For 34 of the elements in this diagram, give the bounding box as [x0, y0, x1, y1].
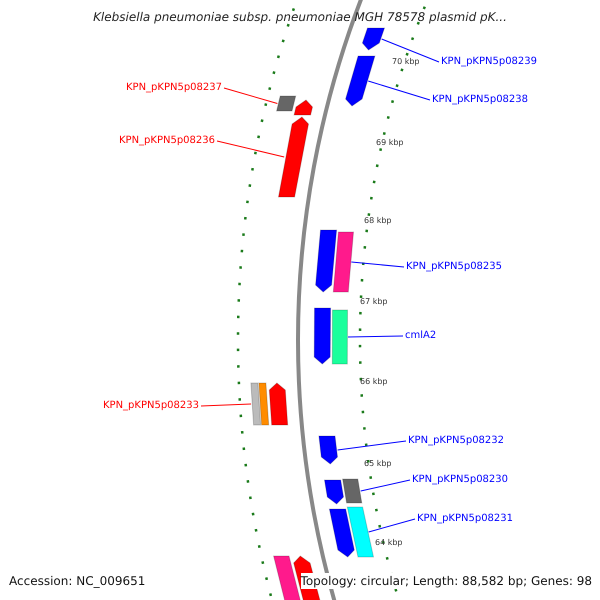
gene-label: KPN_pKPN5p08237	[126, 82, 222, 94]
accession-text: Accession: NC_009651	[9, 573, 146, 589]
leader-line	[216, 140, 285, 158]
map-title: Klebsiella pneumoniae subsp. pneumoniae MGH 78578 plasmid pK...	[92, 10, 508, 25]
gene-label: KPN_pKPN5p08233	[102, 400, 199, 412]
gene-label: KPN_pKPN5p08230	[412, 474, 508, 486]
gene-label: KPN_pKPN5p08232	[408, 435, 504, 447]
gene-bar	[346, 506, 374, 558]
gene-label: KPN_pKPN5p08231	[417, 513, 514, 525]
tick-label: 69 kbp	[376, 138, 404, 148]
leader-line	[360, 480, 410, 492]
gene-box	[276, 96, 296, 112]
gene-label: KPN_pKPN5p08235	[406, 261, 502, 273]
coding-sequence-block	[362, 28, 386, 51]
leader-line	[200, 404, 252, 406]
gene-label: KPN_pKPN5p08239	[441, 56, 538, 68]
leader-line	[348, 336, 404, 338]
gene-bar	[250, 382, 262, 426]
leader-line	[350, 262, 404, 268]
gene-bar	[332, 232, 354, 292]
gene-label: cmlA2	[405, 330, 436, 342]
leader-line	[368, 518, 416, 532]
leader-line	[381, 38, 440, 62]
leader-line	[337, 440, 406, 450]
gene-box	[342, 478, 362, 504]
leader-line	[224, 88, 278, 104]
coding-sequence-block	[318, 436, 338, 465]
gene-label: KPN_pKPN5p08236	[118, 135, 215, 147]
gene-label: KPN_pKPN5p08238	[432, 94, 528, 106]
leader-line	[368, 80, 430, 100]
gene-bar	[332, 310, 348, 364]
tick-label: 70 kbp	[392, 57, 420, 67]
coding-sequence-block	[345, 56, 376, 107]
tick-label: 67 kbp	[360, 297, 388, 307]
